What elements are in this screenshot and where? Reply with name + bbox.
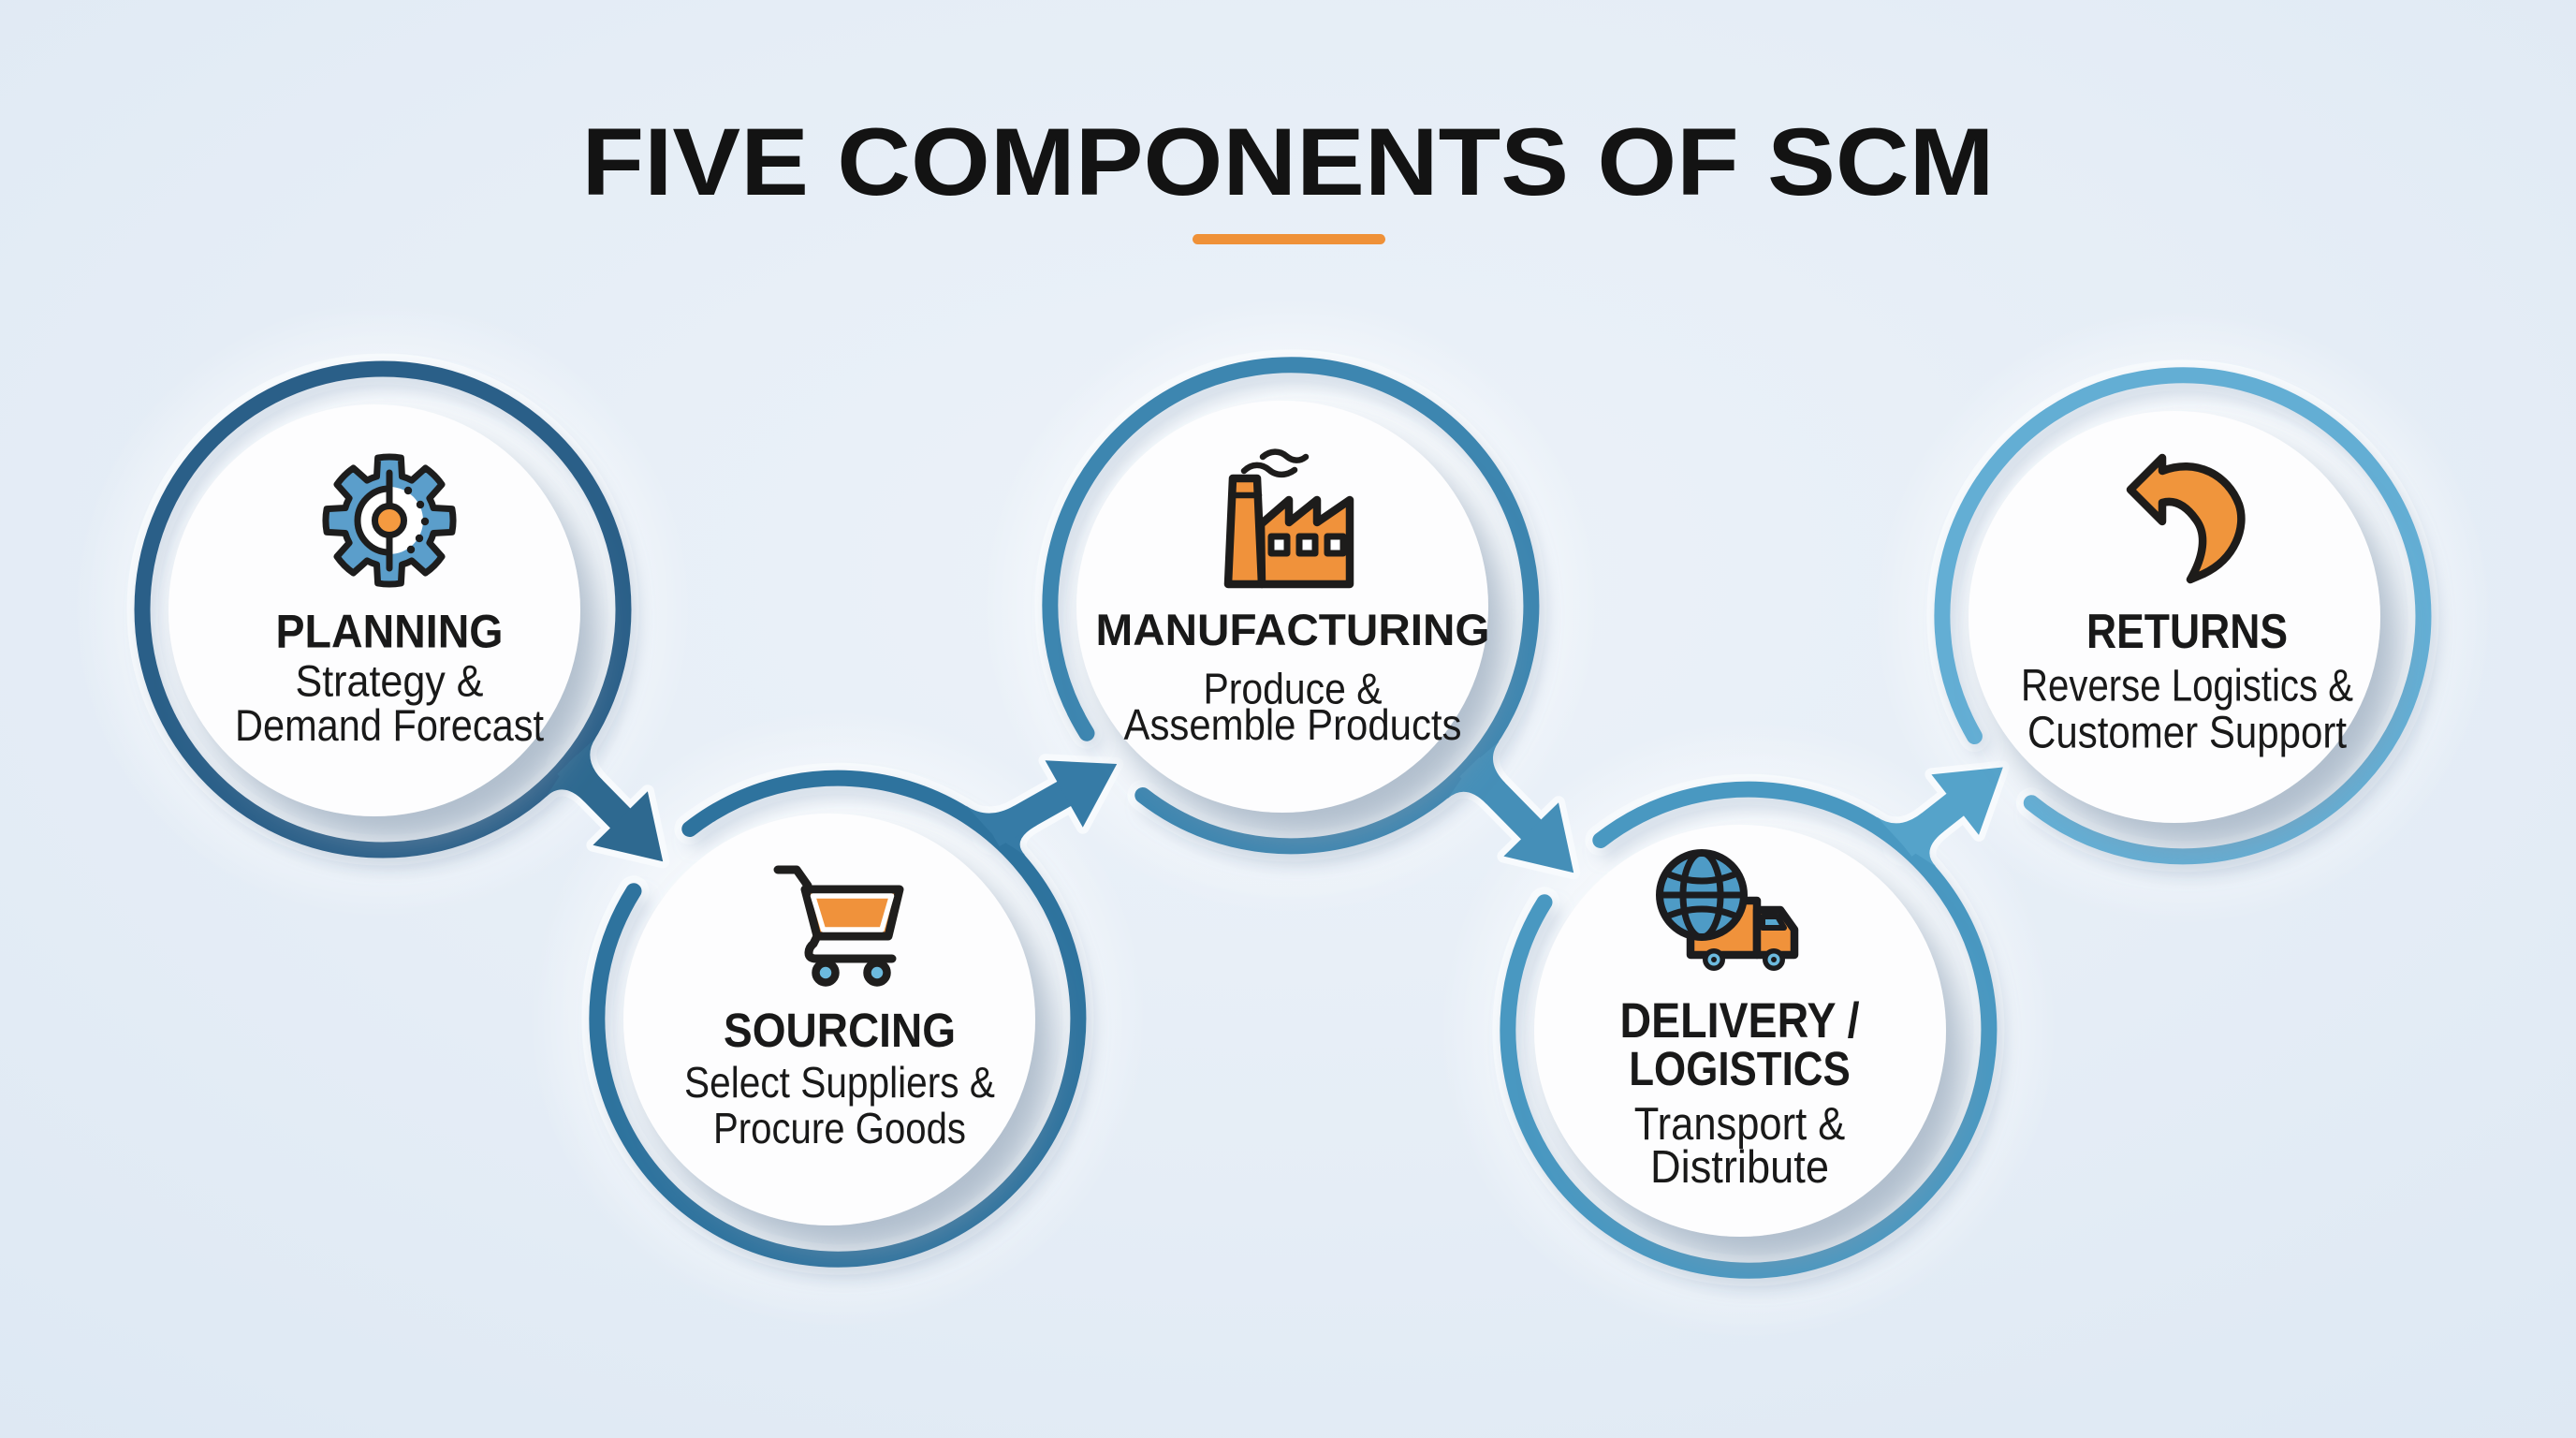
svg-text:DELIVERY /: DELIVERY / — [1620, 993, 1860, 1049]
svg-text:Select Suppliers &: Select Suppliers & — [684, 1058, 995, 1107]
svg-text:SOURCING: SOURCING — [724, 1004, 956, 1057]
svg-text:Demand Forecast: Demand Forecast — [235, 700, 544, 750]
svg-text:Produce &: Produce & — [1204, 665, 1383, 713]
svg-text:Reverse Logistics &: Reverse Logistics & — [2021, 662, 2353, 712]
svg-text:RETURNS: RETURNS — [2086, 605, 2288, 659]
svg-text:PLANNING: PLANNING — [276, 606, 504, 658]
svg-text:Customer Support: Customer Support — [2027, 708, 2347, 757]
svg-text:FIVE COMPONENTS OF SCM: FIVE COMPONENTS OF SCM — [582, 109, 1995, 215]
svg-text:Transport &: Transport & — [1634, 1099, 1846, 1150]
svg-text:MANUFACTURING: MANUFACTURING — [1096, 605, 1490, 654]
svg-text:Strategy &: Strategy & — [296, 655, 484, 705]
svg-text:Procure Goods: Procure Goods — [713, 1104, 966, 1152]
svg-text:Assemble Products: Assemble Products — [1124, 700, 1462, 749]
svg-text:LOGISTICS: LOGISTICS — [1629, 1042, 1851, 1095]
svg-text:Distribute: Distribute — [1650, 1142, 1829, 1193]
